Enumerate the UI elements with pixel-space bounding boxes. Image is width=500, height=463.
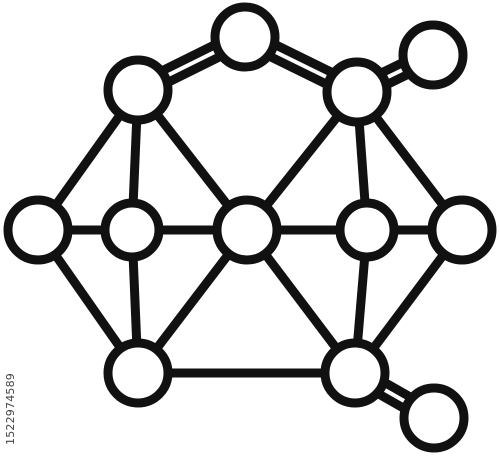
node-mid-far-left bbox=[3, 195, 73, 265]
node-mid-far-right bbox=[427, 195, 497, 265]
node-lower-right bbox=[320, 338, 390, 408]
atom-nodes bbox=[3, 2, 497, 453]
node-mid-left bbox=[100, 198, 164, 262]
node-upper-left bbox=[103, 55, 173, 125]
node-upper-right bbox=[322, 57, 392, 127]
stock-id-watermark: 1522974589 bbox=[4, 373, 17, 445]
node-mid-right bbox=[335, 198, 399, 262]
node-top bbox=[210, 2, 280, 72]
node-lower-left bbox=[103, 338, 173, 408]
node-far-bottom-right bbox=[399, 383, 469, 453]
node-far-top-right bbox=[398, 20, 468, 90]
node-center bbox=[212, 195, 282, 265]
